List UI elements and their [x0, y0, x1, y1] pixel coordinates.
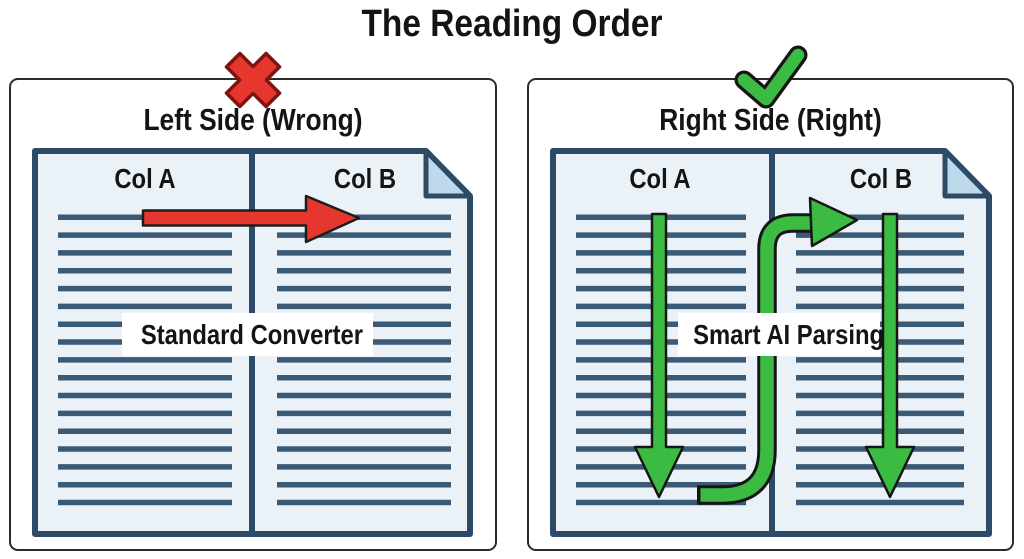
right-doc-col-b-header: Col B — [849, 163, 913, 194]
standard-converter-label-text: Standard Converter — [140, 319, 364, 350]
smart-ai-parsing-label: Smart AI Parsing — [678, 313, 885, 356]
left-panel-title: Left Side (Wrong) — [143, 102, 363, 137]
left-doc-col-a-header: Col A — [114, 163, 176, 194]
right-doc-col-a-header: Col A — [629, 163, 691, 194]
standard-converter-label: Standard Converter — [122, 313, 373, 356]
right-panel-title: Right Side (Right) — [659, 102, 882, 137]
page-title: The Reading Order — [361, 3, 663, 45]
smart-ai-parsing-label-text: Smart AI Parsing — [693, 319, 885, 350]
left-doc-col-b-header: Col B — [333, 163, 397, 194]
